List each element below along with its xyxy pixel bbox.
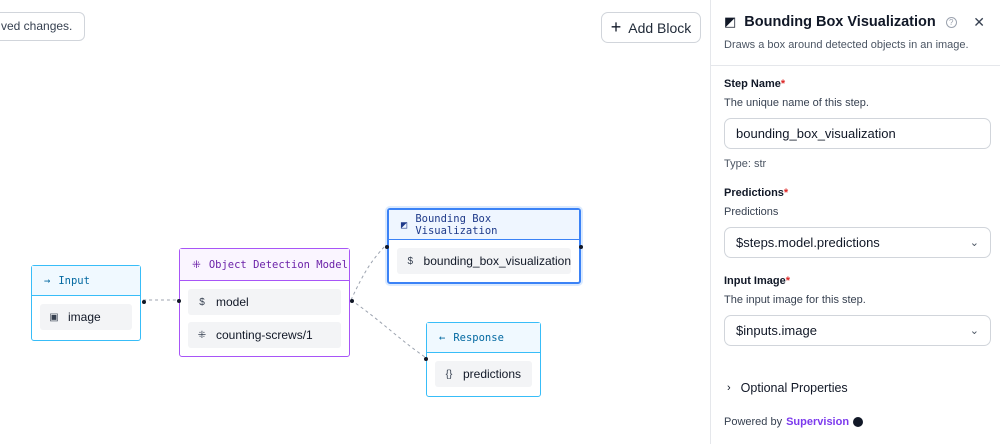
unsaved-changes-badge: ved changes. xyxy=(0,12,86,41)
input-image-value: $inputs.image xyxy=(736,323,817,338)
model-node-title: Object Detection Model xyxy=(208,258,348,271)
input-image-label: Input Image* xyxy=(724,275,791,287)
edge-model-viz xyxy=(350,244,387,301)
viz-input-handle[interactable] xyxy=(385,245,389,249)
model-id-field[interactable]: ⁜ counting-screws/1 xyxy=(188,322,341,348)
properties-panel: ◩ Bounding Box Visualization ? ✕ Draws a… xyxy=(710,0,1000,444)
step-name-value: bounding_box_visualization xyxy=(736,126,896,141)
close-icon[interactable]: ✕ xyxy=(973,14,985,30)
model-field[interactable]: $ model xyxy=(188,289,341,315)
braces-icon: {} xyxy=(445,368,453,380)
optional-properties-label: Optional Properties xyxy=(740,381,848,395)
viz-output-handle[interactable] xyxy=(579,245,583,249)
detection-icon: ⁜ xyxy=(192,258,201,271)
viz-field-label: bounding_box_visualization xyxy=(423,254,571,268)
input-node-header: → Input xyxy=(32,266,140,296)
arrow-left-icon: ← xyxy=(439,331,446,344)
response-field-predictions[interactable]: {} predictions xyxy=(435,361,532,387)
input-field-image[interactable]: ▣ image xyxy=(40,304,132,330)
chevron-down-icon: ⌄ xyxy=(969,237,979,249)
panel-description: Draws a box around detected objects in a… xyxy=(724,39,969,51)
chevron-right-icon: › xyxy=(727,382,731,394)
input-field-label: image xyxy=(68,310,101,324)
model-field-label: model xyxy=(216,295,249,309)
bounding-box-visualization-node[interactable]: ◩ Bounding Box Visualization $ bounding_… xyxy=(385,208,583,284)
response-node-header: ← Response xyxy=(427,323,540,353)
image-icon: ▣ xyxy=(49,311,59,323)
visualization-icon: ◩ xyxy=(401,218,408,231)
input-node[interactable]: → Input ▣ image xyxy=(31,265,146,341)
model-id-label: counting-screws/1 xyxy=(216,328,313,342)
response-input-handle[interactable] xyxy=(424,357,428,361)
panel-title: Bounding Box Visualization xyxy=(744,14,936,30)
variable-icon: $ xyxy=(199,296,205,308)
step-name-type: Type: str xyxy=(724,158,767,170)
workflow-canvas[interactable]: ved changes. + Add Block → Input ▣ image… xyxy=(0,0,710,444)
viz-field[interactable]: $ bounding_box_visualization xyxy=(397,248,571,274)
input-output-handle[interactable] xyxy=(142,300,146,304)
panel-header: ◩ Bounding Box Visualization ? ✕ Draws a… xyxy=(711,0,1000,66)
visualization-icon: ◩ xyxy=(724,14,737,29)
response-node-title: Response xyxy=(453,331,504,344)
predictions-value: $steps.model.predictions xyxy=(736,235,880,250)
detection-icon: ⁜ xyxy=(197,329,207,341)
plus-icon: + xyxy=(610,16,622,37)
arrow-right-icon: → xyxy=(44,274,51,287)
variable-icon: $ xyxy=(407,255,414,267)
viz-node-header: ◩ Bounding Box Visualization xyxy=(389,210,579,240)
model-output-handle[interactable] xyxy=(350,299,354,303)
step-name-description: The unique name of this step. xyxy=(724,97,869,109)
viz-node-title: Bounding Box Visualization xyxy=(415,212,498,237)
supervision-link[interactable]: Supervision xyxy=(786,416,850,428)
predictions-description: Predictions xyxy=(724,206,779,218)
help-icon[interactable]: ? xyxy=(945,16,957,28)
input-image-description: The input image for this step. xyxy=(724,294,866,306)
optional-properties-toggle[interactable]: › Optional Properties xyxy=(724,381,987,395)
add-block-button[interactable]: + Add Block xyxy=(601,12,701,43)
input-image-select[interactable]: $inputs.image ⌄ xyxy=(724,315,991,346)
response-field-label: predictions xyxy=(463,367,522,381)
object-detection-model-node[interactable]: ⁜ Object Detection Model $ model ⁜ count… xyxy=(177,248,354,357)
edges-layer xyxy=(142,244,426,358)
predictions-select[interactable]: $steps.model.predictions ⌄ xyxy=(724,227,991,258)
step-name-input[interactable]: bounding_box_visualization xyxy=(724,118,991,149)
powered-by-text: Powered by xyxy=(724,416,783,428)
predictions-label: Predictions* xyxy=(724,187,789,199)
powered-by: Powered by Supervision xyxy=(724,416,987,428)
edge-model-response xyxy=(350,299,426,358)
step-name-label: Step Name* xyxy=(724,78,786,90)
response-node[interactable]: ← Response {} predictions xyxy=(424,322,541,397)
input-node-title: Input xyxy=(58,274,90,287)
model-input-handle[interactable] xyxy=(177,299,181,303)
github-icon[interactable] xyxy=(853,417,864,427)
add-block-label: Add Block xyxy=(628,19,692,36)
chevron-down-icon: ⌄ xyxy=(969,325,979,337)
model-node-header: ⁜ Object Detection Model xyxy=(180,249,349,281)
